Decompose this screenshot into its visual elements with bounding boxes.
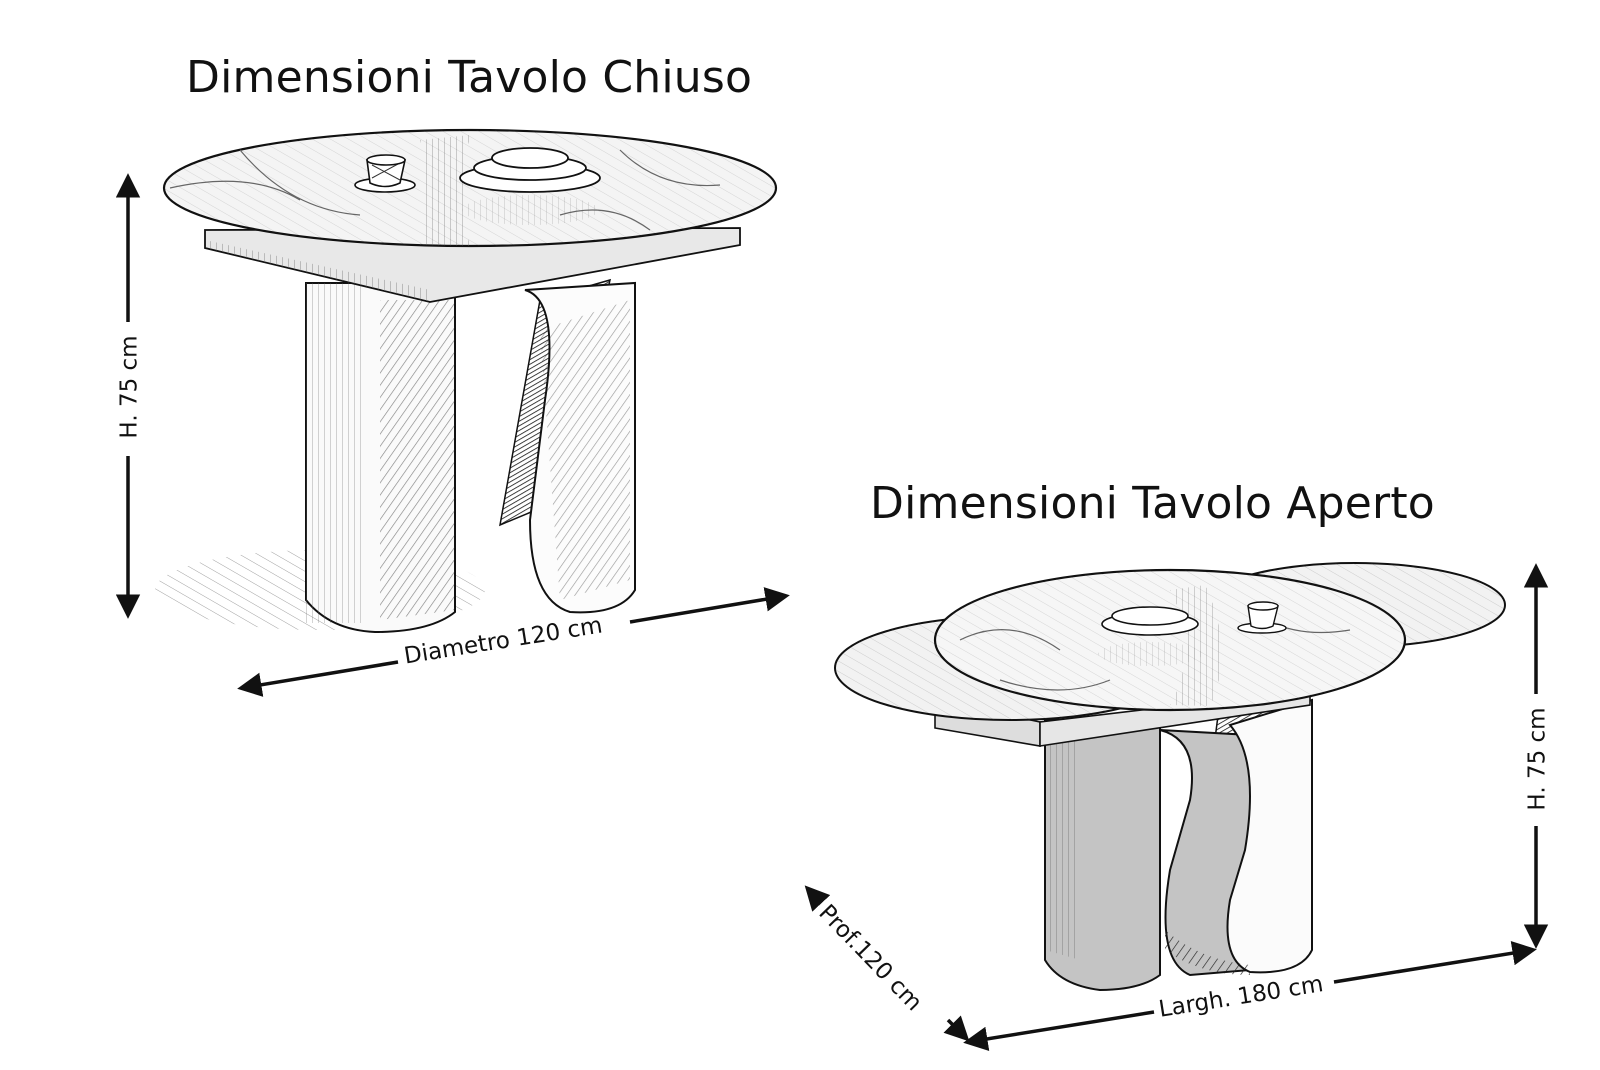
width-dimension-arrow	[963, 941, 1537, 1051]
open-table-title: Dimensioni Tavolo Aperto	[870, 478, 1435, 529]
open-table-illustration	[834, 562, 1506, 992]
closed-table-title: Dimensioni Tavolo Chiuso	[186, 52, 753, 103]
depth-dimension-arrow	[804, 885, 970, 1042]
open-height-label: H. 75 cm	[1524, 707, 1551, 811]
diameter-dimension-arrow	[237, 587, 790, 697]
closed-table-illustration	[155, 128, 778, 634]
closed-height-label: H. 75 cm	[116, 335, 143, 439]
